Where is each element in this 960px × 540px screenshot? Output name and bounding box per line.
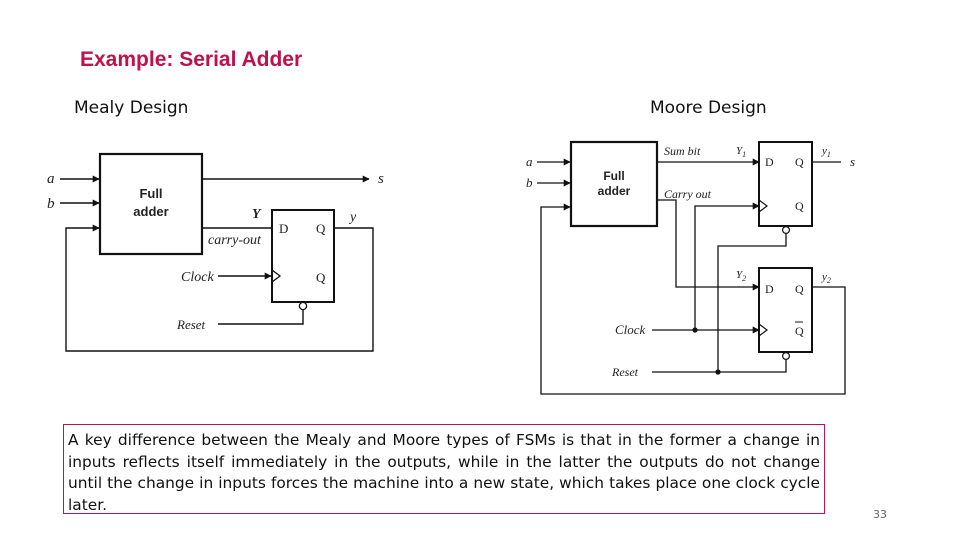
moore-circuit: Full adder a b Sum bit Y1 Carry out Y2 D…	[526, 140, 855, 395]
moore-Y2-label: Y2	[736, 269, 746, 283]
moore-ff1-q: Q	[795, 155, 804, 169]
moore-ff1-d: D	[765, 155, 774, 169]
explanation-note: A key difference between the Mealy and M…	[63, 424, 825, 514]
moore-input-b-label: b	[526, 175, 533, 190]
moore-reset-label: Reset	[611, 365, 639, 379]
moore-input-a-label: a	[526, 154, 533, 169]
mealy-input-a-label: a	[47, 171, 55, 187]
mealy-full-adder: Full adder	[98, 152, 204, 256]
mealy-clock-label: Clock	[181, 270, 214, 285]
moore-clock-branch-wire	[694, 202, 760, 330]
mealy-flip-flop: D Q Q	[271, 209, 335, 311]
mealy-circuit: Full adder a b s Y carry-out D Q Q y Clo…	[47, 152, 384, 352]
moore-clock-label: Clock	[615, 322, 646, 337]
mealy-state-Y-label: Y	[252, 207, 262, 222]
page-number: 33	[873, 508, 887, 521]
moore-full-adder: Full adder	[569, 140, 659, 228]
mealy-reset-label: Reset	[176, 317, 206, 332]
moore-ff2-qbar: Q	[795, 324, 804, 338]
moore-ff1-qbar: Q	[795, 199, 804, 213]
moore-reset-branch-wire	[717, 234, 787, 372]
moore-ff2-d: D	[765, 282, 774, 296]
moore-flip-flop-2: D Q Q	[758, 267, 813, 361]
moore-feedback-wire	[540, 203, 846, 395]
mealy-ff-d: D	[279, 221, 288, 236]
mealy-ff-qbar: Q	[316, 270, 326, 285]
moore-reset-wire	[652, 360, 787, 373]
moore-sum-bit-label: Sum bit	[664, 144, 701, 158]
mealy-output-s-label: s	[378, 171, 384, 187]
slide-title: Example: Serial Adder	[80, 48, 303, 71]
moore-y1-label: y1	[821, 145, 831, 159]
mealy-ff-q: Q	[316, 221, 326, 236]
mealy-input-b-label: b	[47, 196, 55, 212]
moore-y2-label: y2	[821, 271, 831, 285]
moore-ff2-q: Q	[795, 282, 804, 296]
moore-design-label: Moore Design	[650, 98, 767, 118]
mealy-carry-out-label: carry-out	[208, 233, 262, 248]
mealy-adder-label-line1: Full	[139, 186, 162, 201]
moore-adder-label-line2: adder	[598, 184, 631, 198]
moore-adder-label-line1: Full	[603, 169, 624, 183]
moore-flip-flop-1: D Q Q	[758, 141, 813, 235]
moore-carry-out-label: Carry out	[664, 187, 712, 201]
mealy-adder-label-line2: adder	[133, 204, 168, 219]
mealy-reset-wire	[218, 310, 304, 325]
moore-Y1-label: Y1	[736, 145, 746, 159]
mealy-feedback-wire	[65, 224, 374, 352]
mealy-design-label: Mealy Design	[74, 98, 189, 118]
moore-output-s-label: s	[850, 154, 855, 169]
mealy-state-y-label: y	[348, 210, 357, 225]
